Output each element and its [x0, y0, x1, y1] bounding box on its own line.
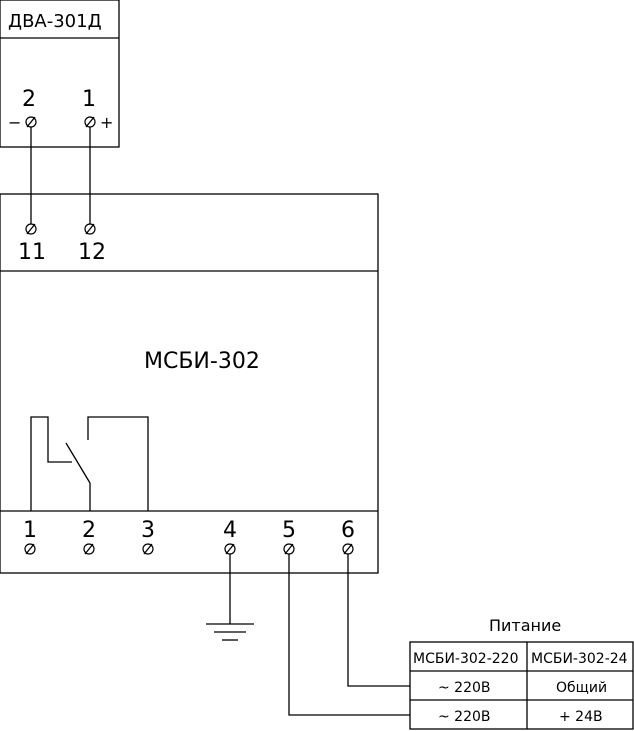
unit-title: МСБИ-302	[144, 349, 260, 374]
power-header-24: МСБИ-302-24	[531, 651, 628, 667]
power-caption: Питание	[489, 616, 561, 635]
power-header-220: МСБИ-302-220	[413, 651, 518, 667]
unit-terminal-6	[342, 543, 354, 555]
wire-terminal6-to-power	[347, 554, 410, 687]
unit-terminal-5	[283, 543, 295, 555]
unit-terminal-12	[84, 223, 96, 235]
power-row2-24: + 24В	[559, 709, 603, 725]
unit-block: 11 12 МСБИ-302 1 2 3 4 5 6	[0, 193, 379, 574]
sensor-terminal-2	[25, 116, 37, 128]
unit-terminal-4	[224, 543, 236, 555]
unit-terminal-2	[83, 543, 95, 555]
power-row1-220: ~ 220В	[438, 680, 491, 696]
unit-terminal-11	[25, 223, 37, 235]
unit-terminal-5-label: 5	[282, 518, 296, 543]
unit-box	[0, 193, 379, 574]
power-table-frame	[409, 641, 634, 730]
unit-terminal-6-label: 6	[341, 518, 355, 543]
unit-terminal-2-label: 2	[82, 518, 96, 543]
relay-contact-symbol	[30, 416, 149, 511]
power-row1-24: Общий	[556, 680, 607, 696]
unit-terminal-1-label: 1	[23, 518, 37, 543]
unit-terminal-12-label: 12	[78, 240, 106, 265]
unit-terminal-3-label: 3	[141, 518, 155, 543]
wire-terminal5-to-power	[288, 554, 410, 716]
sensor-title: ДВА-301Д	[8, 11, 102, 32]
sensor-terminal-1-number: 1	[82, 87, 96, 112]
unit-terminal-4-label: 4	[223, 518, 237, 543]
power-row2-220: ~ 220В	[438, 709, 491, 725]
unit-terminal-11-label: 11	[18, 240, 46, 265]
sensor-block: ДВА-301Д 2 1 − +	[0, 0, 120, 148]
ground-symbol	[206, 554, 254, 641]
sensor-minus-sign: −	[8, 113, 21, 132]
sensor-plus-sign: +	[100, 113, 113, 132]
power-table: Питание МСБИ-302-220 МСБИ-302-24 ~ 220В …	[409, 616, 634, 730]
unit-terminal-3	[142, 543, 154, 555]
sensor-terminal-1	[84, 116, 96, 128]
unit-terminal-1	[24, 543, 36, 555]
sensor-box	[0, 0, 120, 148]
sensor-terminal-2-number: 2	[22, 87, 36, 112]
